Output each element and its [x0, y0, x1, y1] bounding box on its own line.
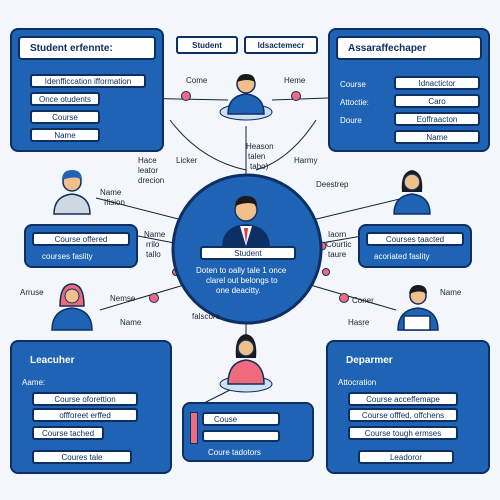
center-description-line: Doten to oally tale 1 once	[196, 266, 287, 275]
tab-idsactemecr[interactable]: Idsactemecr	[244, 36, 318, 54]
label-coner: Coner	[352, 296, 374, 305]
label-falscore: falscore	[192, 312, 221, 321]
department-panel-title: Deparmer	[334, 348, 482, 372]
course-card: Couse Coure tadotors	[182, 402, 314, 462]
center-title: Student	[200, 246, 296, 260]
line-right-person-center	[303, 197, 405, 223]
label-come: Come	[186, 76, 208, 85]
right-top-row-value: Idnactictor	[394, 76, 480, 90]
person-icon-bottom-right	[397, 285, 439, 331]
label-mid-left: Name	[144, 230, 166, 239]
student-field-course: Course	[30, 110, 100, 124]
person-icon-left	[53, 170, 91, 215]
person-icon-top	[219, 74, 273, 121]
department-field: Course offfed, offchens	[348, 408, 458, 422]
right-top-row-label: Course	[340, 80, 366, 89]
right-mid-panel: Courses taacted acoriated faslity	[358, 224, 472, 268]
line-left-person-center	[95, 197, 191, 223]
label-heason: Heason	[246, 142, 274, 151]
right-top-row-label: Attoctie:	[340, 98, 369, 107]
right-top-field-name: Name	[394, 130, 480, 144]
teacher-panel: Leacuher Aame: Course oforettion offfore…	[10, 340, 172, 474]
label-name-ifision: Name	[100, 188, 122, 197]
label-has-lecture: leator	[138, 166, 159, 175]
course-card-line	[202, 430, 280, 442]
teacher-field: Course oforettion	[32, 392, 138, 406]
label-mid-right: Courtic	[326, 240, 352, 249]
label-deestrep: Deestrep	[316, 180, 349, 189]
label-heason: talen	[248, 152, 266, 161]
center-description-line: clarel out belongs to	[206, 276, 278, 285]
left-mid-field: Course offered	[32, 232, 130, 246]
label-has-lecture: drecion	[138, 176, 165, 185]
label-mid-left: rrilo	[146, 240, 160, 249]
left-mid-panel: Course offered courses faslity	[24, 224, 138, 268]
node-dot	[339, 293, 349, 303]
node-dot	[181, 91, 191, 101]
teacher-field: Course tached	[32, 426, 104, 440]
label-hasre: Hasre	[348, 318, 370, 327]
department-field: Course acceffemape	[348, 392, 458, 406]
node-dot	[291, 91, 301, 101]
label-heason: tabo)	[250, 162, 269, 171]
line-top-to-center-right	[255, 119, 317, 171]
label-mid-left: tallo	[146, 250, 161, 259]
label-nemse: Nemse	[110, 294, 136, 303]
department-field: Leadoror	[358, 450, 454, 464]
label-name-right: Name	[440, 288, 462, 297]
line-lowleft-center	[99, 281, 195, 311]
right-top-row-value: Caro	[394, 94, 480, 108]
department-label: Attocration	[338, 378, 377, 387]
label-harmy: Harmy	[294, 156, 318, 165]
node-dot	[149, 293, 159, 303]
node-dot	[322, 268, 330, 276]
label-mid-right: Iaorn	[328, 230, 347, 239]
course-card-footer: Coure tadotors	[208, 448, 261, 457]
right-top-row-label: Doure	[340, 116, 362, 125]
center-description-line: one deacitty.	[216, 286, 261, 295]
label-lecker: Licker	[176, 156, 198, 165]
tab-student[interactable]: Student	[176, 36, 238, 54]
person-icon-bottom-left	[51, 283, 93, 331]
right-top-panel: Assaraffechaper Course Idnactictor Attoc…	[328, 28, 490, 152]
teacher-label: Aame:	[22, 378, 46, 387]
right-mid-field: Courses taacted	[366, 232, 464, 246]
line-top-to-center-left	[169, 119, 247, 171]
center-person-icon	[222, 196, 270, 248]
teacher-panel-title: Leacuher	[18, 348, 164, 372]
label-name-low: Name	[120, 318, 142, 327]
person-icon-right	[393, 170, 431, 215]
department-panel: Deparmer Attocration Course acceffemape …	[326, 340, 490, 474]
course-card-accent	[190, 412, 198, 444]
right-top-row-value: Eoffraacton	[394, 112, 480, 126]
student-field-once-students: Once otudents	[30, 92, 100, 106]
label-heme: Heme	[284, 76, 306, 85]
student-panel: Student erfennte: Idenfficcation ifforma…	[10, 28, 164, 152]
student-field-identification: Idenfficcation ifformation	[30, 74, 146, 88]
student-field-name: Name	[30, 128, 100, 142]
department-field: Course tough ermses	[348, 426, 458, 440]
label-arruse: Arruse	[20, 288, 44, 297]
label-mid-right: taure	[328, 250, 347, 259]
label-has-lecture: Hace	[138, 156, 157, 165]
course-card-field: Couse	[202, 412, 280, 426]
left-mid-text: courses faslity	[42, 252, 93, 261]
teacher-field: Coures tale	[32, 450, 132, 464]
student-panel-title: Student erfennte:	[18, 36, 156, 60]
person-icon-bottom-center	[219, 334, 273, 393]
label-name-ifision: Ifision	[104, 198, 125, 207]
right-top-panel-title: Assaraffechaper	[336, 36, 482, 60]
right-mid-text: acoriated faslity	[374, 252, 430, 261]
teacher-field: offforeet erffed	[32, 408, 138, 422]
